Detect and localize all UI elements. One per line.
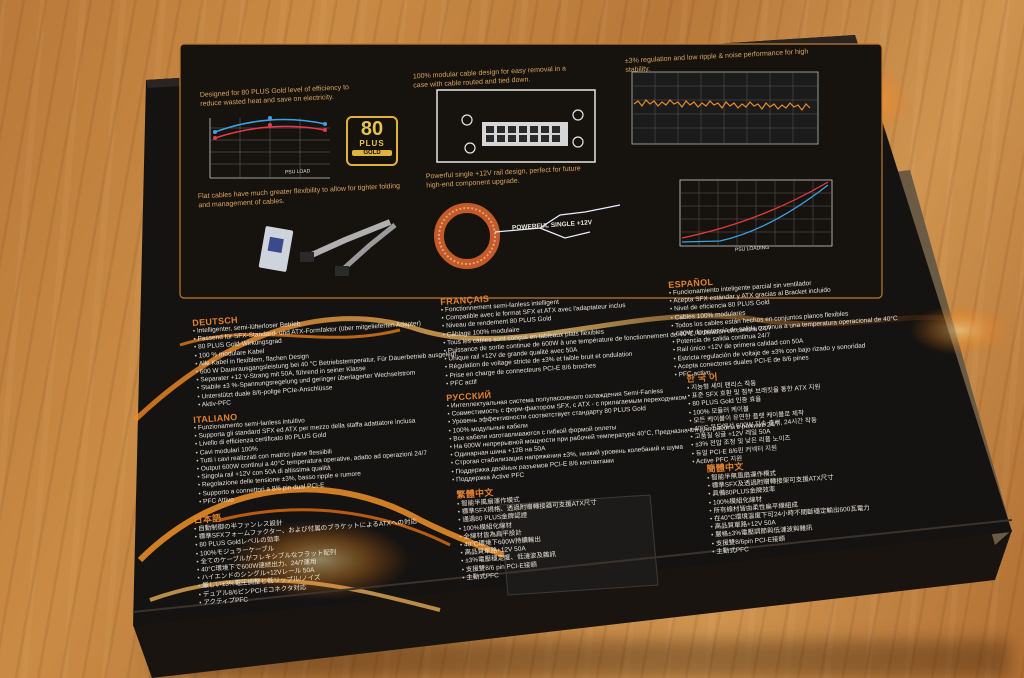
chinese-right-list: 智能半無風扇運作模式 標準SFX及透過附贈轉接架可支援ATX尺寸 具備80PLU…: [707, 464, 873, 557]
badge-tier: GOLD: [352, 150, 392, 156]
section-chinese-right: 簡體中文 智能半無風扇運作模式 標準SFX及透過附贈轉接架可支援ATX尺寸 具備…: [706, 451, 872, 557]
efficiency-chart: [209, 116, 330, 179]
box-bottom-face: [133, 530, 1012, 678]
flat-cable-illustration: [258, 219, 397, 276]
ripple-scope: [631, 71, 819, 145]
japanese-list: 自動制御の半ファンレス設計 標準SFXフォームファクター、および付属のブラケット…: [194, 510, 422, 607]
badge-number: 80: [360, 118, 384, 140]
section-italiano: ITALIANO Funzionamento semi-fanless intu…: [193, 399, 430, 507]
section-deutsch: DEUTSCH Intelligenter, semi-lüfterloser …: [192, 300, 459, 410]
modular-connector-diagram: [436, 89, 596, 163]
korean-list: 지능형 세미 팬리스 작동 표준 SFX 호환 및 첨부 브래킷을 통한 ATX…: [687, 376, 825, 467]
section-espanol: ESPAÑOL Funcionamiento inteligente parci…: [668, 264, 901, 380]
badge-plus: PLUS: [359, 139, 385, 148]
section-chinese-middle: 繁體中文 智能半風扇運作模式 標準SFX規格、透過附贈轉接器可支援ATX尺寸 通…: [456, 478, 602, 583]
toroid-coil-illustration: [434, 203, 621, 269]
eff-chart-xlabel: PSU LOAD: [284, 168, 311, 176]
80-plus-gold-badge: 80 PLUS GOLD: [346, 116, 398, 166]
section-korean: 한 국 어 지능형 세미 팬리스 작동 표준 SFX 호환 및 첨부 브래킷을 …: [686, 363, 825, 467]
section-japanese: 日本語 自動制御の半ファンレス設計 標準SFXフォームファクター、および付属のブ…: [193, 497, 422, 607]
fan-curve-chart: [679, 179, 833, 247]
italiano-list: Funzionamento semi-fanless intuitivo Sup…: [194, 409, 430, 507]
chinese-middle-list: 智能半風扇運作模式 標準SFX規格、透過附贈轉接器可支援ATX尺寸 通過80 P…: [457, 491, 602, 583]
